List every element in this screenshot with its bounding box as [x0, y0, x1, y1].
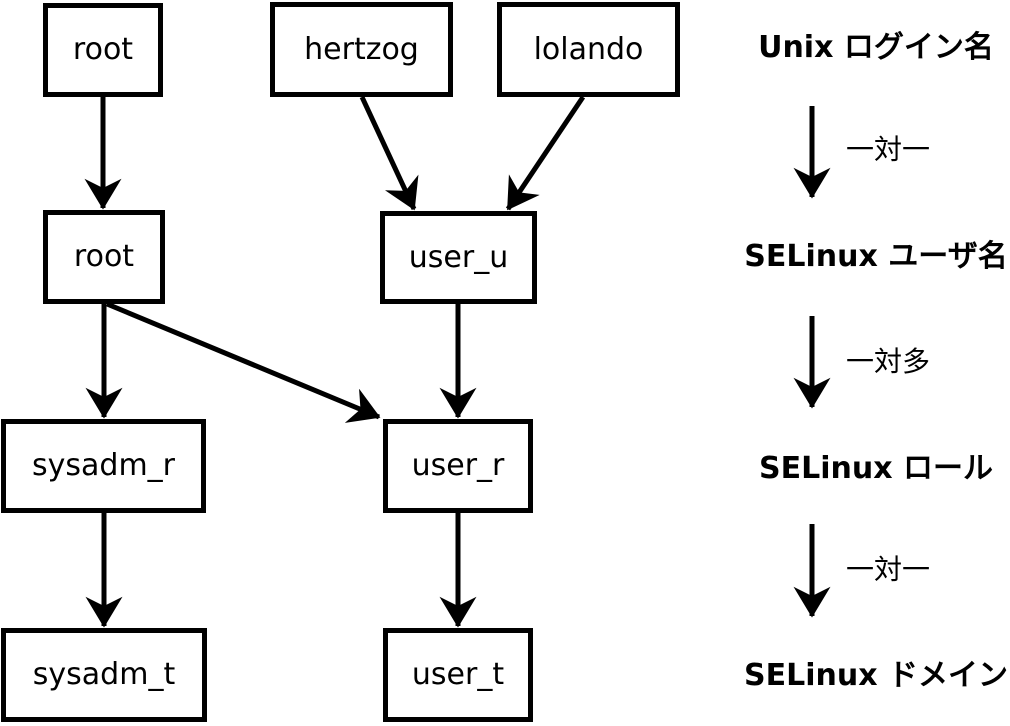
node-label: user_u — [408, 239, 509, 275]
node-label: root — [72, 32, 134, 67]
arrow-lolando-to-user-u — [505, 95, 586, 211]
node-label: hertzog — [304, 31, 419, 67]
node-selinux-role-sysadm-r: sysadm_r — [1, 419, 206, 513]
legend-level-selinux-user: SELinux ユーザ名 — [744, 239, 1008, 274]
legend-relation-one-to-one-1: 一対一 — [846, 133, 931, 166]
node-unix-login-lolando: lolando — [497, 2, 680, 97]
legend-level-selinux-role: SELinux ロール — [758, 451, 993, 486]
node-selinux-user-root: root — [43, 210, 165, 304]
node-unix-login-root: root — [43, 3, 163, 97]
legend-level-unix-login: Unix ログイン名 — [758, 30, 994, 65]
node-label: sysadm_t — [32, 657, 176, 692]
arrow-hertzog-to-user-u — [359, 95, 419, 211]
legend-level-selinux-domain: SELinux ドメイン — [743, 658, 1008, 693]
node-selinux-role-user-r: user_r — [383, 419, 533, 513]
node-selinux-user-user-u: user_u — [380, 211, 537, 304]
arrow-root-user-to-user-r — [106, 301, 381, 423]
node-label: lolando — [533, 31, 644, 67]
legend-relation-one-to-one-2: 一対一 — [846, 553, 931, 586]
node-label: root — [73, 239, 135, 274]
node-label: sysadm_r — [32, 448, 175, 483]
node-unix-login-hertzog: hertzog — [270, 2, 453, 97]
node-selinux-domain-sysadm-t: sysadm_t — [1, 628, 207, 722]
legend-relation-one-to-many: 一対多 — [846, 345, 931, 378]
node-label: user_t — [411, 657, 505, 692]
node-selinux-domain-user-t: user_t — [383, 628, 533, 722]
node-label: user_r — [411, 448, 505, 483]
